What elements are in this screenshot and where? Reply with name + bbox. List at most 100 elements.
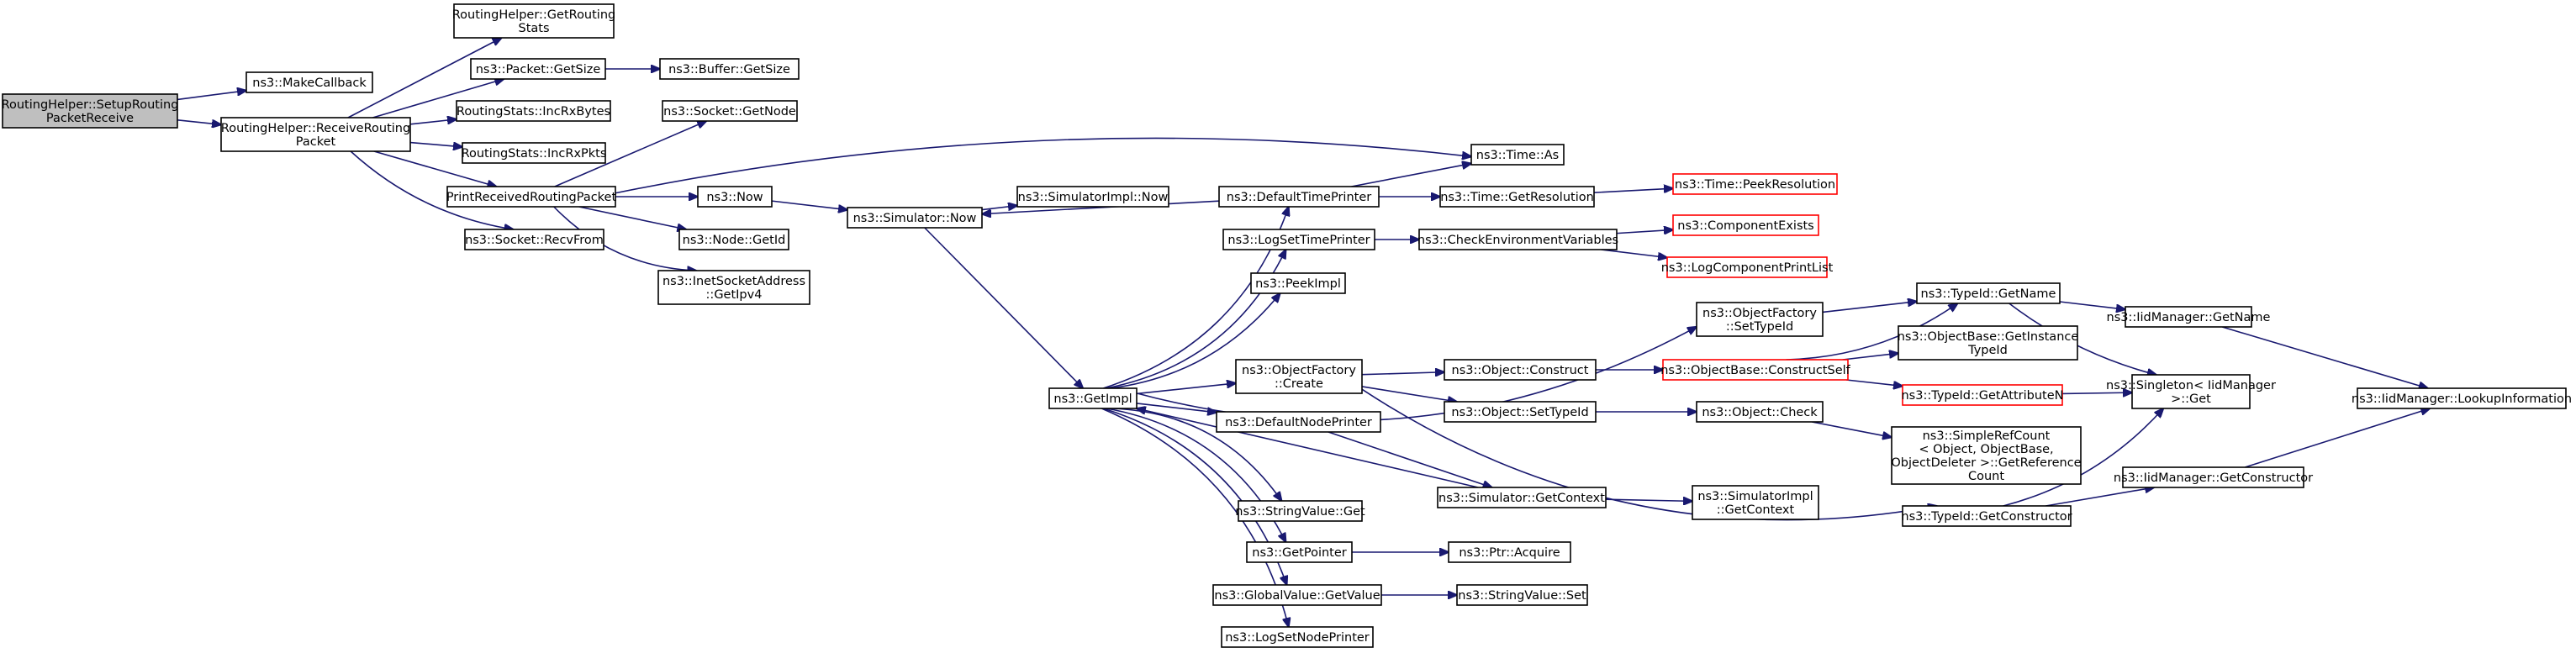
node-box [1439,186,1595,208]
node-label: ::GetIpv4 [706,288,763,302]
node-compexists[interactable]: ns3::ComponentExists [1672,214,1819,236]
node-iidgetctor[interactable]: ns3::IidManager::GetConstructor [2114,466,2313,488]
node-label: ns3::Singleton< IidManager [2106,379,2276,392]
node-sockrecvfrom[interactable]: ns3::Socket::RecvFrom [464,229,604,250]
node-timeas[interactable]: ns3::Time::As [1470,144,1565,166]
node-label: ns3::ObjectBase::ConstructSelf [1660,364,1850,377]
node-box [453,3,615,39]
node-label: ns3::InetSocketAddress [662,275,805,288]
node-label: TypeId [1967,344,2008,357]
edge-getimpl-to-peekimpl [1111,293,1280,389]
node-objsettypeid[interactable]: ns3::Object::SetTypeId [1444,401,1597,423]
node-typeidgetattr[interactable]: ns3::TypeId::GetAttributeN [1901,384,2064,406]
node-box [464,229,604,250]
node-objconstruct[interactable]: ns3::Object::Construct [1444,359,1597,381]
node-incrxpkts[interactable]: RoutingStats::IncRxPkts [462,142,607,164]
node-typeidgetctor[interactable]: ns3::TypeId::GetConstructor [1901,505,2072,527]
node-box [697,186,773,208]
node-label: ns3::IidManager::GetName [2107,311,2271,324]
edge-typeidgetctor-to-iidgetctor [2045,487,2154,507]
node-iidgetname[interactable]: ns3::IidManager::GetName [2107,306,2271,328]
edge-printrecv-to-timeas [615,137,1471,194]
node-deftimeprinter[interactable]: ns3::DefaultTimePrinter [1218,186,1380,208]
node-getimpl[interactable]: ns3::GetImpl [1048,387,1138,409]
node-simimplnow[interactable]: ns3::SimulatorImpl::Now [1016,186,1169,208]
node-label: ns3::Now [706,191,763,204]
node-label: >::Get [2171,392,2211,406]
node-label: ns3::MakeCallback [252,76,367,90]
node-label: ns3::DefaultTimePrinter [1227,191,1371,204]
node-sockgetnode[interactable]: ns3::Socket::GetNode [662,100,798,122]
node-objbaseconstruct[interactable]: ns3::ObjectBase::ConstructSelf [1660,359,1851,381]
node-peekimpl[interactable]: ns3::PeekImpl [1250,272,1346,294]
node-box [1898,325,2078,361]
node-box [470,58,606,80]
node-box [2125,306,2252,328]
node-inetgetipv4[interactable]: ns3::InetSocketAddress::GetIpv4 [657,270,810,305]
edge-typeidgetname-to-iidgetname [2059,301,2125,309]
node-pktgetsize[interactable]: ns3::Packet::GetSize [470,58,606,80]
edge-rhrecv-to-incrxpkts [409,141,462,147]
node-label: RoutingStats::IncRxPkts [462,147,607,161]
node-simimplgetcontext[interactable]: ns3::SimulatorImpl::GetContext [1692,485,1819,520]
node-ptracquire[interactable]: ns3::Ptr::Acquire [1448,541,1571,563]
edge-rhrecv-to-printrecv [373,150,497,187]
node-makecallback[interactable]: ns3::MakeCallback [245,71,373,93]
node-label: ns3::TypeId::GetName [1921,287,2056,301]
node-objfactsettypeid[interactable]: ns3::ObjectFactory::SetTypeId [1696,302,1824,337]
node-getpointer[interactable]: ns3::GetPointer [1246,541,1353,563]
node-box [1216,411,1381,433]
node-box [1221,626,1374,648]
node-label: ns3::Socket::GetNode [663,105,796,118]
node-box [1448,541,1571,563]
node-defnodeprinter[interactable]: ns3::DefaultNodePrinter [1216,411,1381,433]
edge-simnow-to-simimplnow [981,206,1017,210]
node-printrecv[interactable]: PrintReceivedRoutingPacket [446,186,617,208]
node-box [1696,302,1824,337]
edge-getimpl-to-defnodeprinter [1136,403,1217,413]
node-bufgetsize[interactable]: ns3::Buffer::GetSize [659,58,800,80]
node-label: ns3::Time::GetResolution [1440,191,1594,204]
node-label: RoutingHelper::GetRouting [452,8,615,22]
node-label: ns3::Simulator::GetContext [1438,492,1605,505]
node-label: ns3::Simulator::Now [853,212,977,225]
node-singletonget[interactable]: ns3::Singleton< IidManager>::Get [2106,374,2276,409]
node-logsettimeprinter[interactable]: ns3::LogSetTimePrinter [1222,229,1375,250]
edge-rhrecv-to-sockrecvfrom [350,150,513,229]
node-nodegetid[interactable]: ns3::Node::GetId [678,229,789,250]
node-globalvalueget[interactable]: ns3::GlobalValue::GetValue [1212,584,1382,606]
node-logsetnodeprinter[interactable]: ns3::LogSetNodePrinter [1221,626,1374,648]
node-objfactcreate[interactable]: ns3::ObjectFactory::Create [1235,359,1363,394]
node-simplerefcount[interactable]: ns3::SimpleRefCount< Object, ObjectBase,… [1891,426,2082,485]
node-box [678,229,789,250]
node-logcompprint[interactable]: ns3::LogComponentPrintList [1661,256,1834,278]
node-simgetcontext[interactable]: ns3::Simulator::GetContext [1437,487,1607,508]
node-label: RoutingStats::IncRxBytes [457,105,610,118]
node-checkenv[interactable]: ns3::CheckEnvironmentVariables [1417,229,1618,250]
node-box [1666,256,1828,278]
node-iidlookup[interactable]: ns3::IidManager::LookupInformation [2352,387,2572,409]
node-simnow[interactable]: ns3::Simulator::Now [847,207,983,229]
node-label: ns3::LogSetNodePrinter [1225,631,1370,645]
edge-typeidgetctor-to-singletonget [2003,408,2163,507]
node-label: ns3::IidManager::LookupInformation [2352,392,2572,406]
node-box [1437,487,1607,508]
node-stringvalueget[interactable]: ns3::StringValue::Get [1235,500,1365,522]
node-stringvalueset[interactable]: ns3::StringValue::Set [1456,584,1588,606]
node-label: ::GetContext [1717,503,1795,517]
node-timegetres[interactable]: ns3::Time::GetResolution [1439,186,1595,208]
node-label: ns3::ComponentExists [1677,219,1814,233]
node-timepeekres[interactable]: ns3::Time::PeekResolution [1672,173,1838,195]
edge-checkenv-to-logcompprint [1601,249,1667,257]
node-box [1696,401,1824,423]
node-typeidgetname[interactable]: ns3::TypeId::GetName [1916,282,2061,304]
node-incrxbytes[interactable]: RoutingStats::IncRxBytes [456,100,611,122]
node-objcheck[interactable]: ns3::Object::Check [1696,401,1824,423]
node-now[interactable]: ns3::Now [697,186,773,208]
node-box [1902,505,2072,527]
edge-root-to-rhrecv [177,119,221,124]
